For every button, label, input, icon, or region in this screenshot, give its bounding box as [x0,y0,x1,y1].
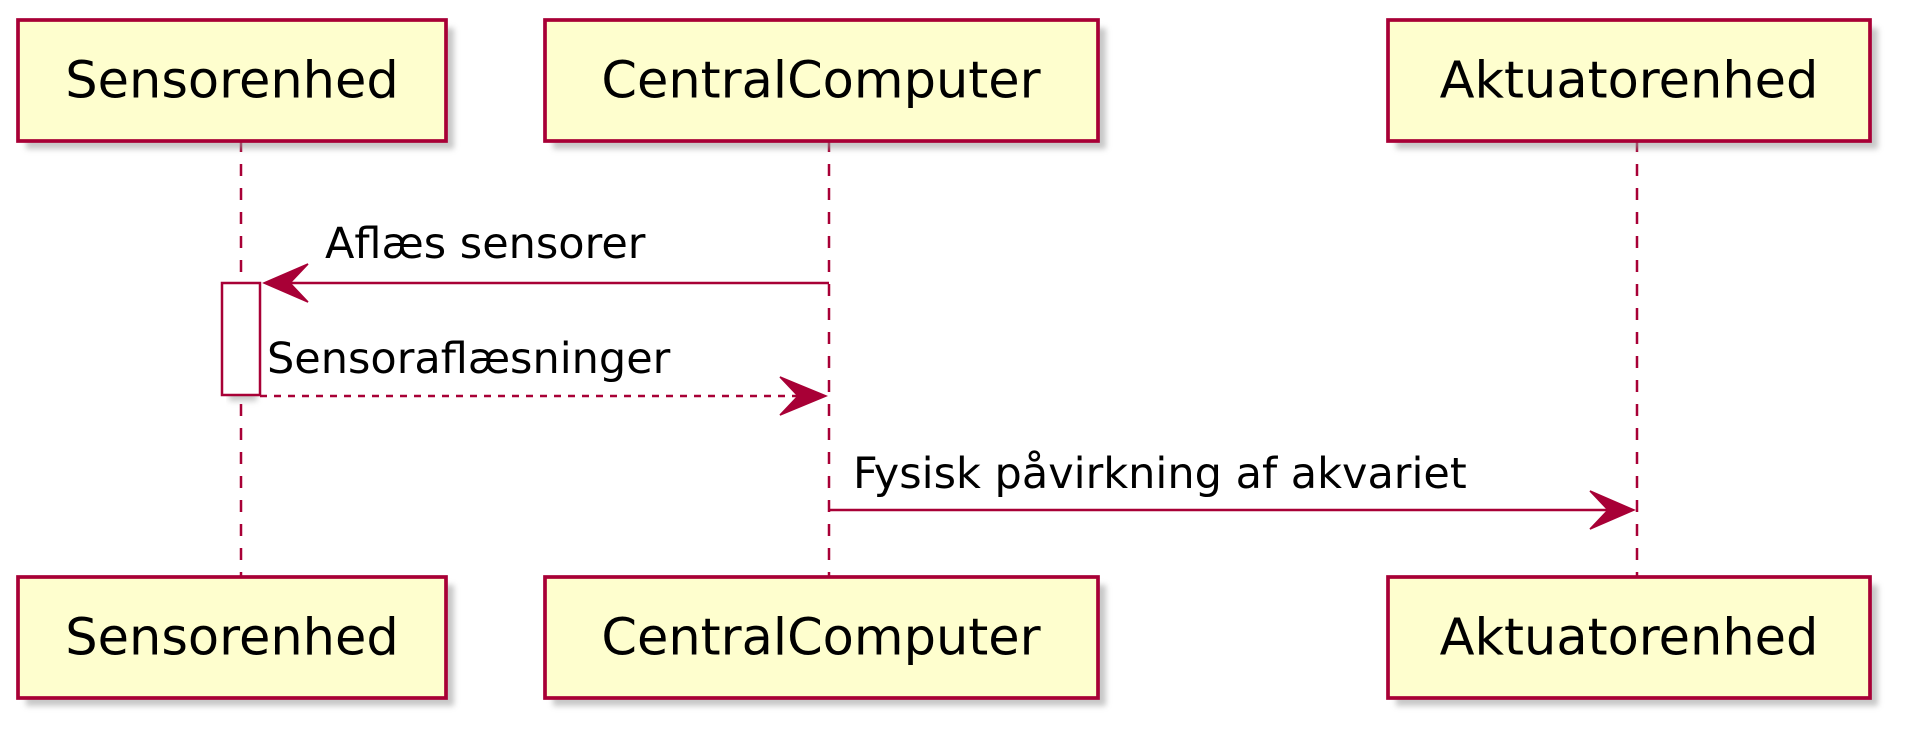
participant-aktuatorenhed-top: Aktuatorenhed [1386,18,1878,149]
message-2: Sensoraflæsninger [260,334,828,416]
message-3: Fysisk påvirkning af akvariet [829,449,1636,530]
message-1: Aflæs sensorer [262,219,829,303]
participant-centralcomputer-bottom: CentralComputer [543,575,1106,706]
participant-box [1386,18,1872,143]
participant-label: Sensorenhed [65,609,398,668]
participant-aktuatorenhed-bottom: Aktuatorenhed [1386,575,1878,706]
participant-box [1386,575,1872,700]
participant-sensorenhed-bottom: Sensorenhed [16,575,454,706]
participant-sensorenhed-top: Sensorenhed [16,18,454,149]
message-3-arrowhead [1589,490,1636,530]
message-3-label: Fysisk påvirkning af akvariet [853,449,1467,499]
message-1-arrowhead [262,263,309,303]
message-2-arrowhead [779,376,828,416]
participant-label: Sensorenhed [65,52,398,111]
participant-centralcomputer-top: CentralComputer [543,18,1106,149]
message-1-label: Aflæs sensorer [325,219,646,269]
participant-box [16,18,448,143]
participant-label: Aktuatorenhed [1440,609,1819,668]
activation-bar-sensorenhed [220,281,262,397]
participant-label: Aktuatorenhed [1440,52,1819,111]
participant-box [543,18,1100,143]
message-2-label: Sensoraflæsninger [267,334,671,384]
participant-box [16,575,448,700]
participant-label: CentralComputer [601,52,1040,111]
participant-label: CentralComputer [601,609,1040,668]
participant-box [543,575,1100,700]
